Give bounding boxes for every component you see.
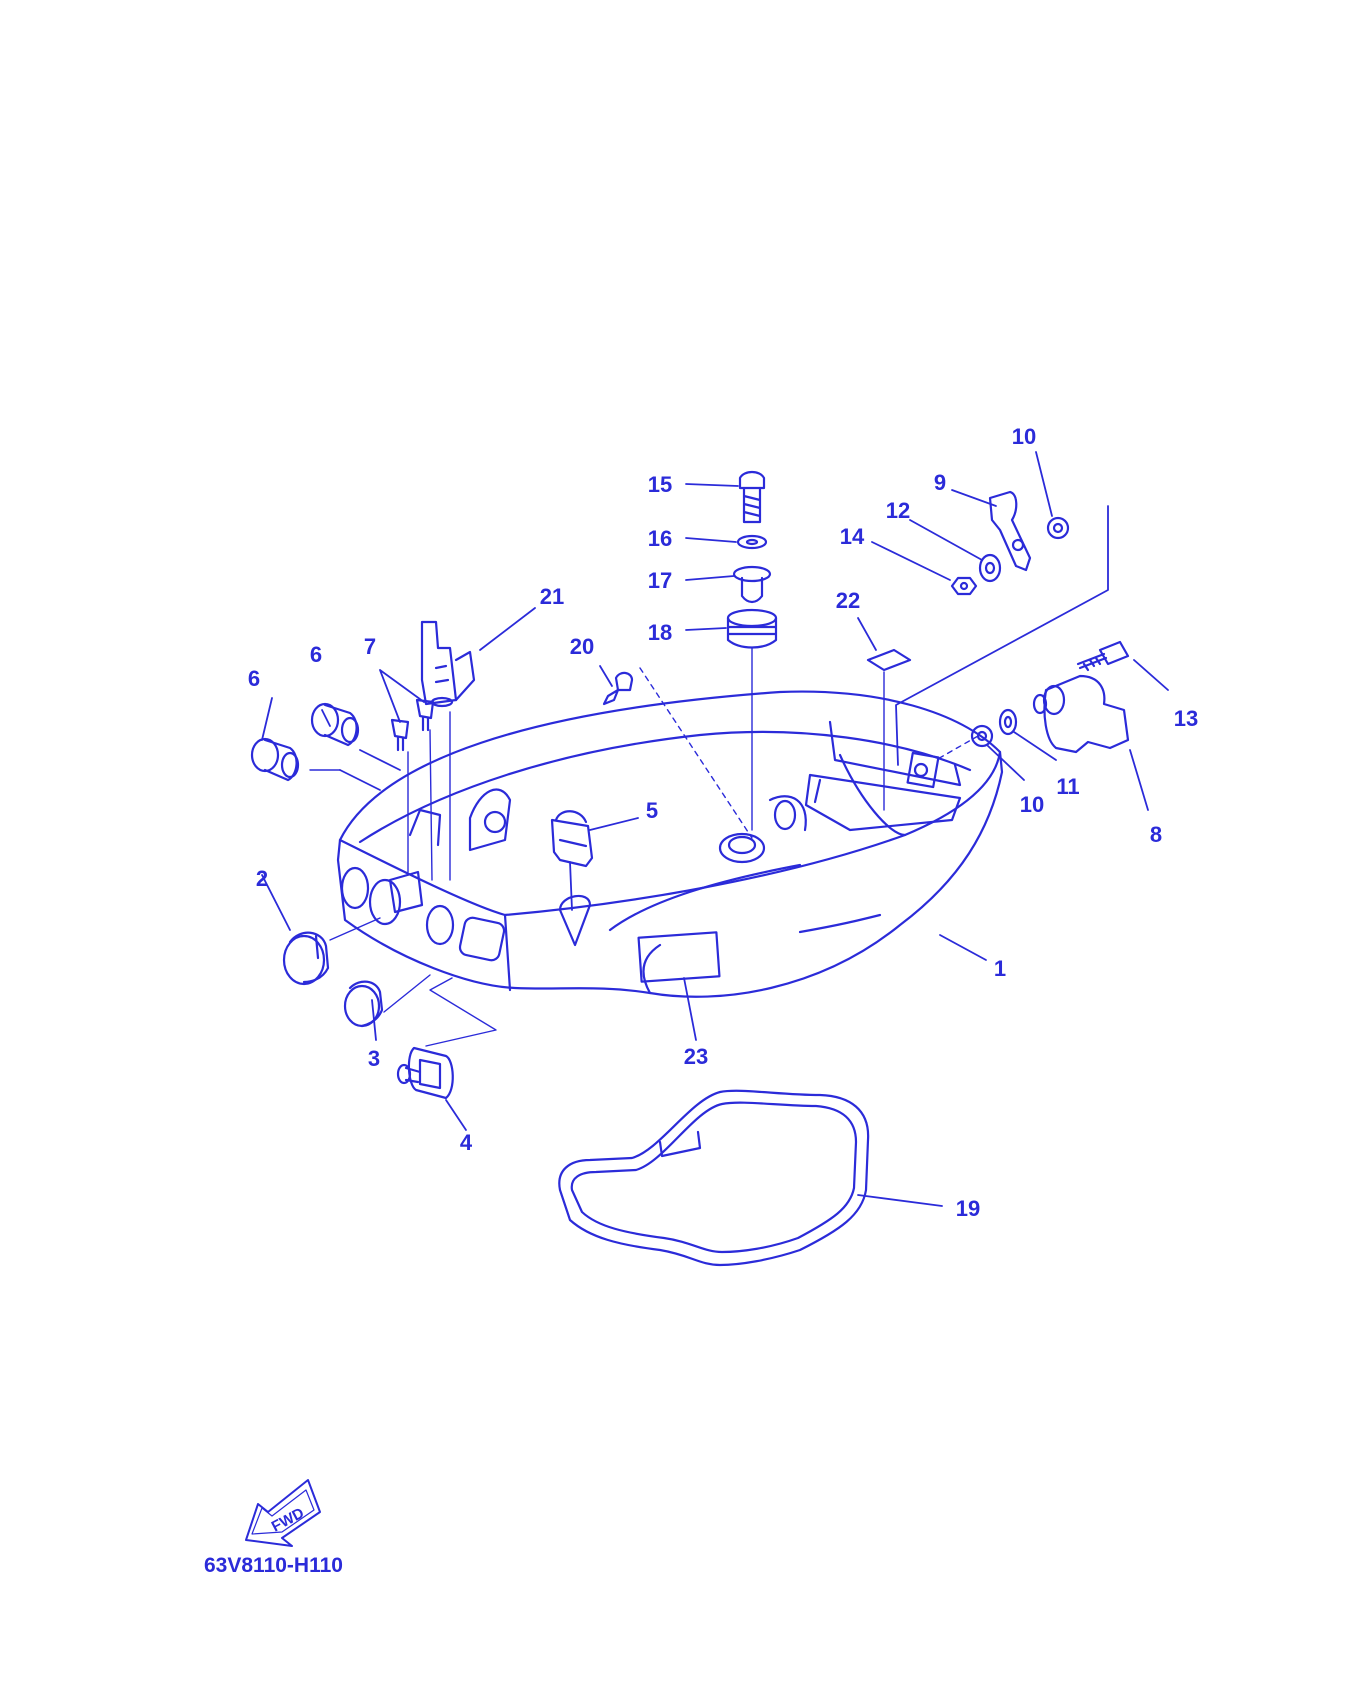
callout-14: 14 (840, 524, 865, 549)
callout-9: 9 (934, 470, 946, 495)
callout-17: 17 (648, 568, 672, 593)
callout-8: 8 (1150, 822, 1162, 847)
fwd-label: FWD (269, 1504, 307, 1535)
callout-13: 13 (1174, 706, 1198, 731)
callout-18: 18 (648, 620, 672, 645)
mount-stack-parts (726, 470, 778, 649)
fwd-arrow-icon (245, 1479, 321, 1547)
callout-23: 23 (684, 1044, 708, 1069)
callout-7: 7 (364, 634, 376, 659)
grommet-4-part (396, 1046, 454, 1100)
callout-19: 19 (956, 1196, 980, 1221)
callout-3: 3 (368, 1046, 380, 1071)
callout-6a: 6 (248, 666, 260, 691)
callout-5: 5 (646, 798, 658, 823)
label-22-part (866, 648, 912, 672)
grommet-2-part (282, 931, 330, 986)
washers-nuts-parts (950, 516, 1070, 748)
bottom-cowling-part (336, 690, 1004, 998)
drawing-code: 63V8110-H110 (204, 1554, 343, 1577)
callout-10a: 10 (1012, 424, 1036, 449)
bracket-8-part (1032, 674, 1130, 754)
grommet-6-part (250, 702, 360, 782)
pin-7-part (390, 698, 435, 752)
callout-1: 1 (994, 956, 1006, 981)
callout-11: 11 (1056, 774, 1079, 799)
callout-22: 22 (836, 588, 860, 613)
grommet-3-part (343, 980, 384, 1028)
callout-4: 4 (460, 1130, 473, 1155)
seal-19-part (558, 1089, 870, 1267)
callout-16: 16 (648, 526, 672, 551)
callout-20: 20 (570, 634, 594, 659)
callout-15: 15 (648, 472, 672, 497)
bolt-13-part (1076, 640, 1130, 672)
callout-6b: 6 (310, 642, 322, 667)
assembly-guide-lines (309, 647, 979, 1047)
screw-20-part (602, 671, 634, 706)
callout-21: 21 (540, 584, 564, 609)
holder-21-part (420, 620, 476, 708)
clip-5-part (550, 810, 594, 868)
leader-lines (261, 451, 1169, 1207)
callout-12: 12 (886, 498, 910, 523)
callout-2: 2 (256, 866, 268, 891)
callout-10b: 10 (1020, 792, 1044, 817)
stay-9-part (988, 490, 1032, 572)
